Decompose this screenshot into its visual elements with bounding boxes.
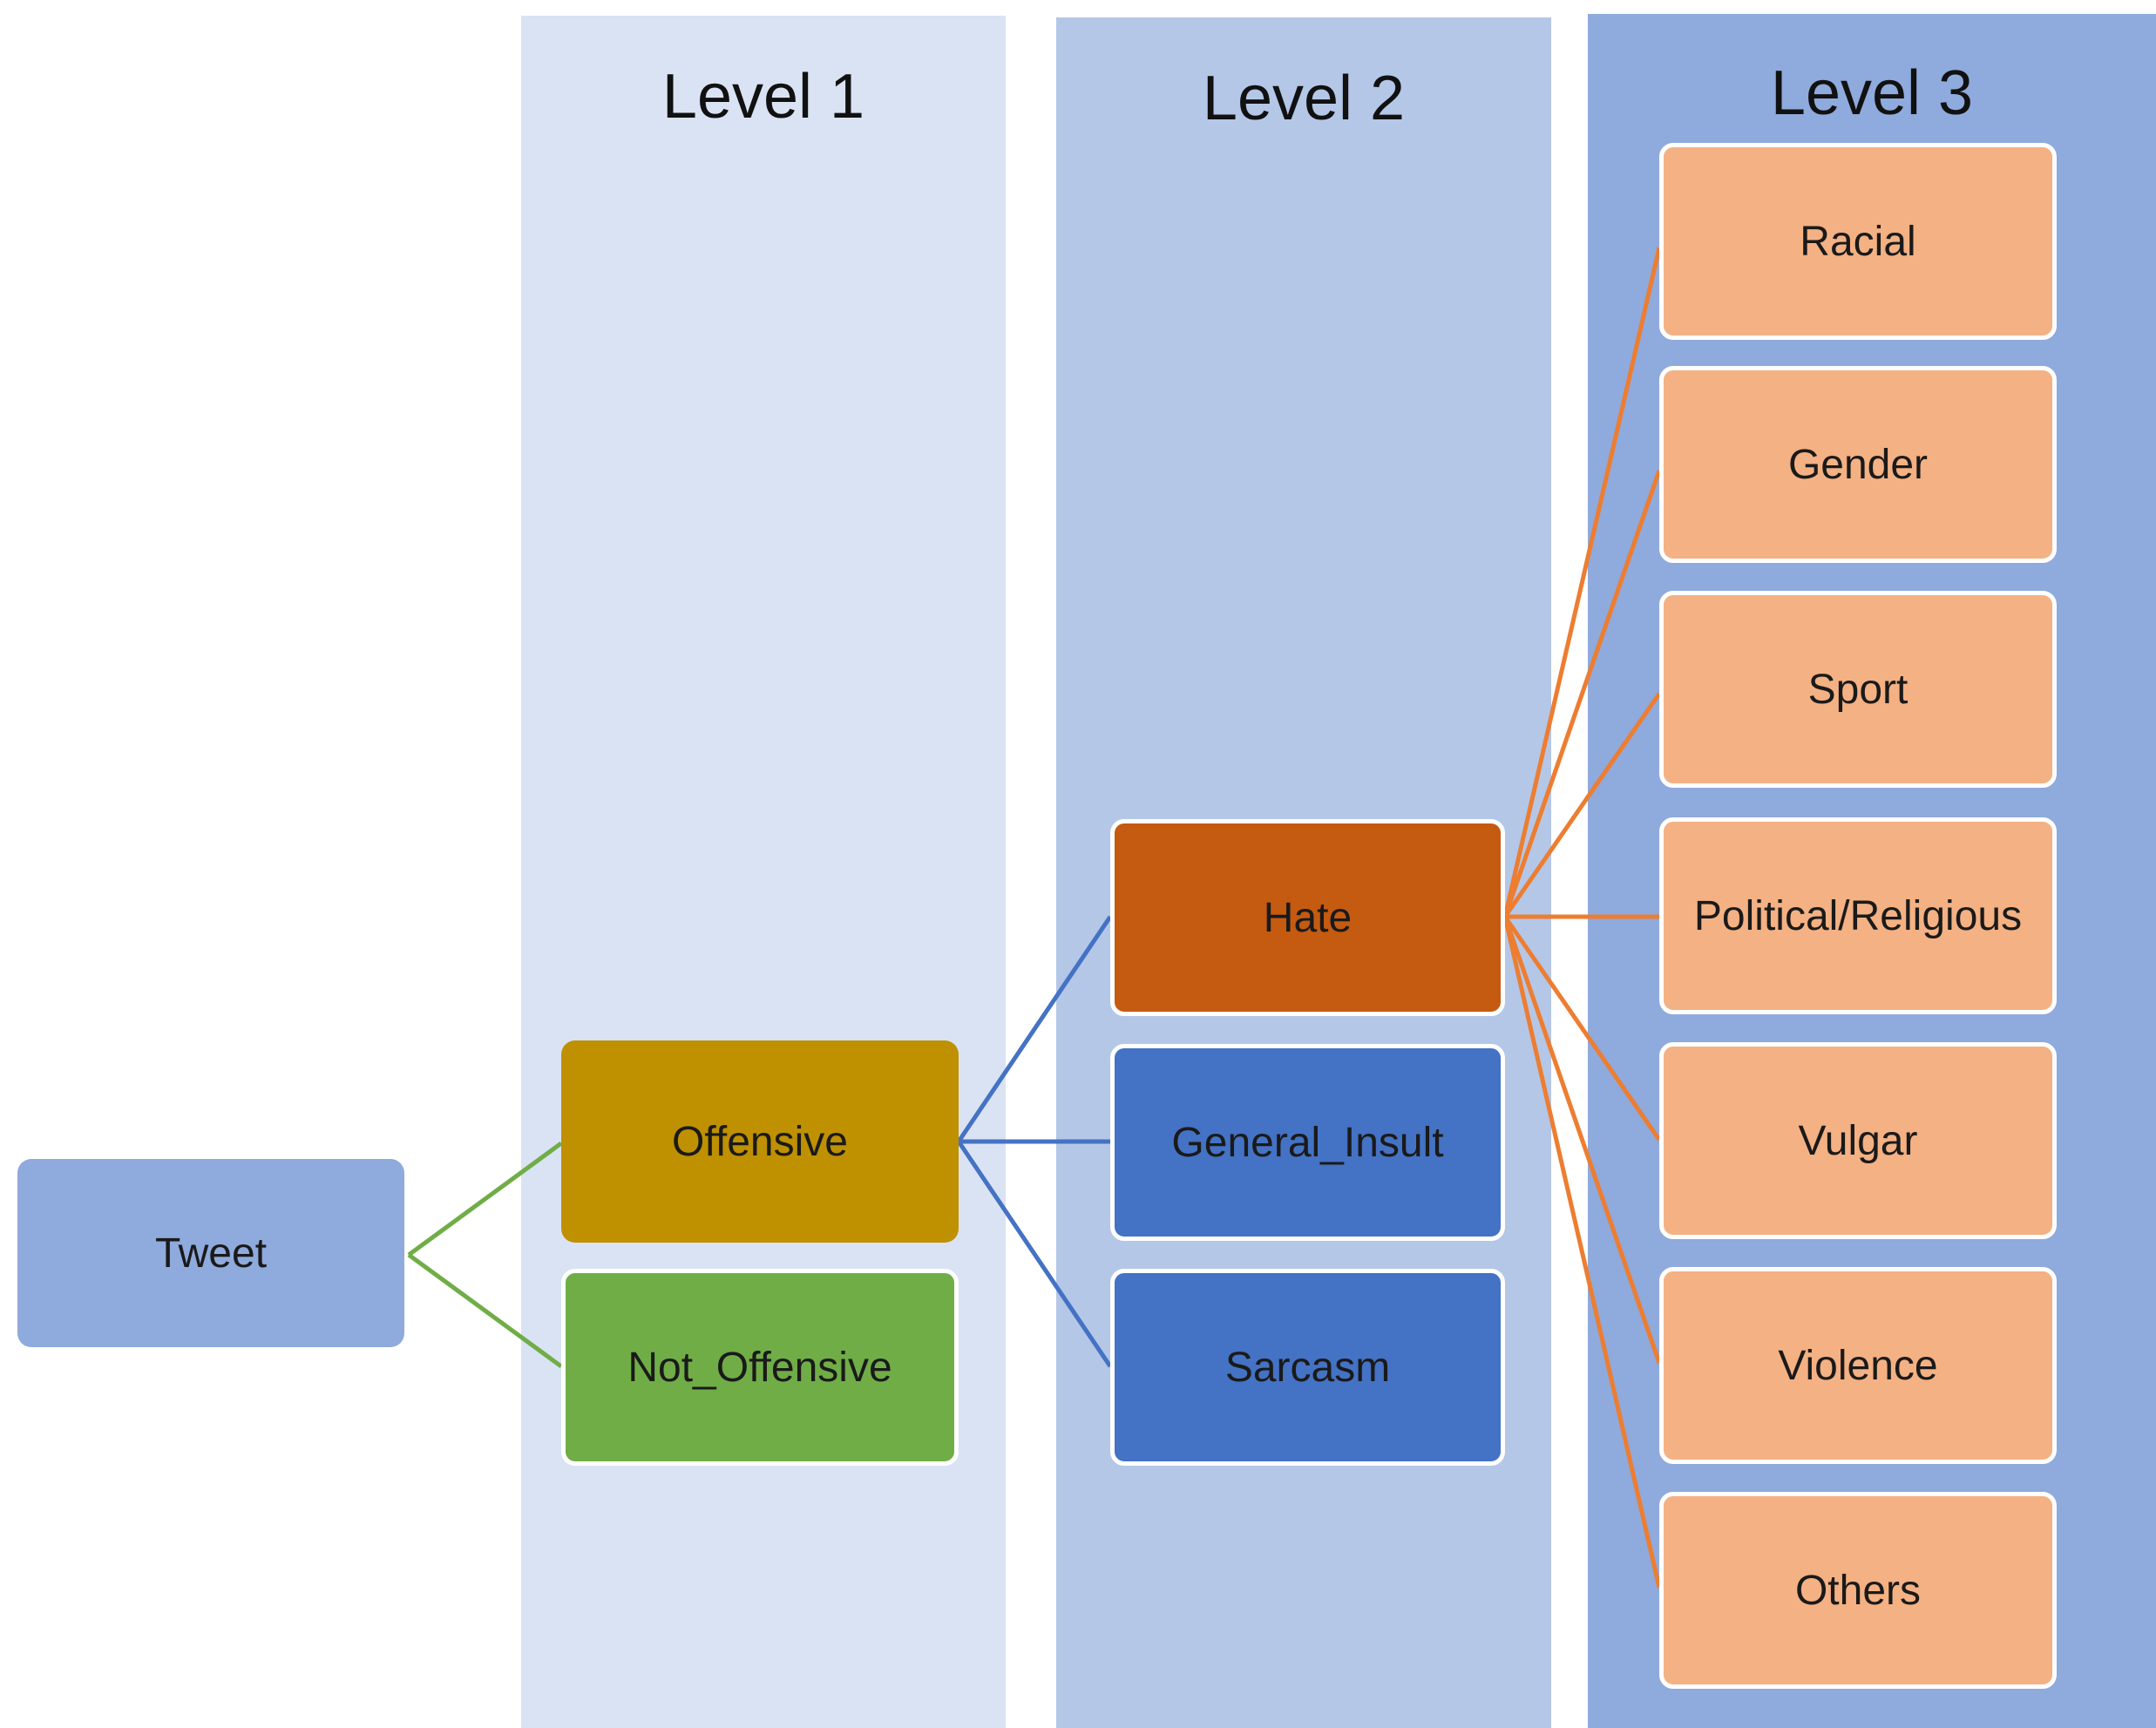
- others-node: Others: [1659, 1492, 2057, 1689]
- sport-label: Sport: [1807, 666, 1909, 713]
- hate-label: Hate: [1263, 894, 1353, 941]
- violence-label: Violence: [1778, 1342, 1938, 1389]
- sport-node: Sport: [1659, 591, 2057, 788]
- general-insult-node: General_Insult: [1110, 1044, 1505, 1241]
- link-offensive-sarcasm: [956, 1140, 1113, 1368]
- link-hate-sport: [1502, 692, 1662, 918]
- level1-title: Level 1: [661, 62, 865, 132]
- vulgar-label: Vulgar: [1798, 1117, 1918, 1164]
- sarcasm-label: Sarcasm: [1224, 1344, 1391, 1391]
- link-hate-others: [1502, 916, 1662, 1589]
- racial-node: Racial: [1659, 143, 2057, 340]
- offensive-label: Offensive: [672, 1118, 848, 1165]
- general-insult-label: General_Insult: [1171, 1119, 1444, 1166]
- link-hate-violence: [1502, 916, 1662, 1364]
- level3-title: Level 3: [1770, 58, 1974, 128]
- tweet-label: Tweet: [154, 1230, 268, 1277]
- racial-label: Racial: [1800, 218, 1916, 265]
- tweet-node: Tweet: [17, 1159, 404, 1347]
- link-tweet-not-offensive: [407, 1252, 563, 1369]
- link-hate-vulgar: [1502, 915, 1662, 1142]
- violence-node: Violence: [1659, 1267, 2057, 1464]
- gender-label: Gender: [1787, 441, 1929, 488]
- link-offensive-hate: [956, 915, 1113, 1143]
- link-hate-racial: [1502, 247, 1662, 918]
- gender-node: Gender: [1659, 366, 2057, 563]
- others-label: Others: [1794, 1567, 1922, 1614]
- sarcasm-node: Sarcasm: [1110, 1269, 1505, 1466]
- offensive-node: Offensive: [561, 1040, 959, 1243]
- political-religious-label: Political/Religious: [1693, 892, 2023, 939]
- link-hate-gender: [1502, 470, 1662, 918]
- link-tweet-offensive: [407, 1141, 563, 1257]
- not-offensive-node: Not_Offensive: [561, 1269, 959, 1466]
- not-offensive-label: Not_Offensive: [627, 1344, 892, 1391]
- level2-title: Level 2: [1202, 64, 1406, 133]
- political-religious-node: Political/Religious: [1659, 817, 2057, 1014]
- vulgar-node: Vulgar: [1659, 1042, 2057, 1239]
- hate-node: Hate: [1110, 819, 1505, 1016]
